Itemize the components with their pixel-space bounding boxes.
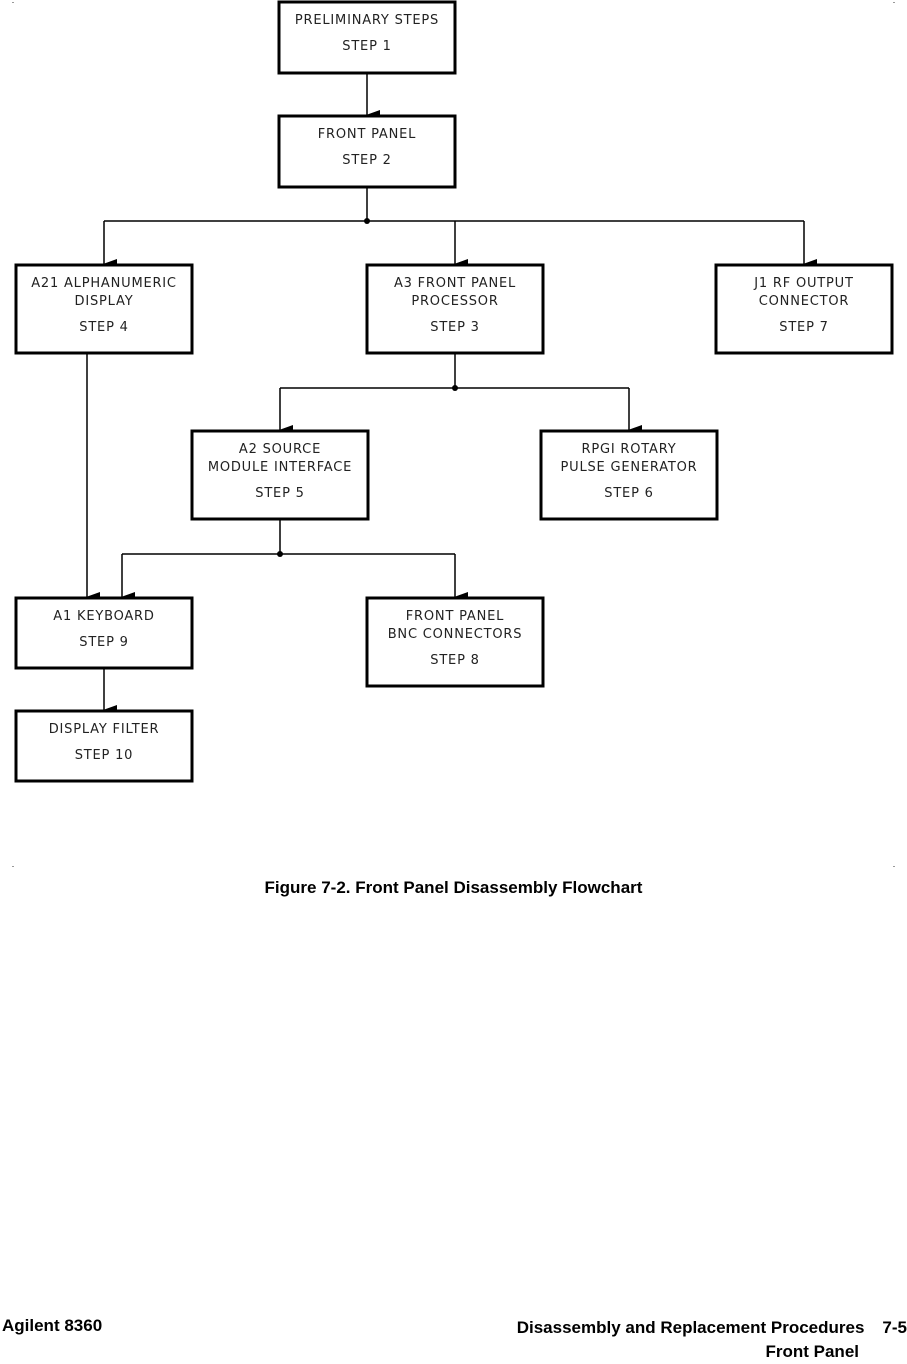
box-label: RPGI ROTARY bbox=[582, 442, 677, 457]
box-outline bbox=[539, 429, 719, 521]
footer-chapter-title: Disassembly and Replacement Procedures bbox=[516, 1318, 865, 1337]
junction-dots bbox=[277, 218, 458, 557]
flow-box-step-5: A2 SOURCE MODULE INTERFACE STEP 5 bbox=[190, 429, 370, 521]
box-label: FRONT PANEL bbox=[406, 609, 504, 624]
flow-box-step-1: PRELIMINARY STEPS STEP 1 bbox=[277, 0, 457, 75]
flow-box-step-2: FRONT PANEL STEP 2 bbox=[277, 114, 457, 189]
box-label: A3 FRONT PANEL bbox=[394, 276, 516, 291]
box-label: STEP 6 bbox=[604, 486, 653, 501]
box-label: PULSE GENERATOR bbox=[560, 460, 697, 475]
flow-box-step-8: FRONT PANEL BNC CONNECTORS STEP 8 bbox=[365, 596, 545, 688]
box-outline bbox=[365, 263, 545, 355]
flowchart: PRELIMINARY STEPS STEP 1 FRONT PANEL STEP 2… bbox=[14, 0, 894, 783]
box-outline bbox=[277, 114, 457, 189]
connectors bbox=[86, 73, 817, 715]
box-label: BNC CONNECTORS bbox=[388, 627, 523, 642]
box-label: STEP 3 bbox=[430, 320, 479, 335]
junction-dot bbox=[364, 218, 370, 224]
box-label: MODULE INTERFACE bbox=[208, 460, 352, 475]
flow-box-step-10: DISPLAY FILTER STEP 10 bbox=[14, 709, 194, 783]
flow-box-step-4: A21 ALPHANUMERIC DISPLAY STEP 4 bbox=[14, 263, 194, 355]
box-label: STEP 7 bbox=[779, 320, 828, 335]
box-label: DISPLAY FILTER bbox=[49, 722, 160, 737]
box-label: DISPLAY bbox=[75, 294, 134, 309]
box-label: A2 SOURCE bbox=[239, 442, 321, 457]
box-label: FRONT PANEL bbox=[318, 127, 416, 142]
junction-dot bbox=[277, 551, 283, 557]
footer-right: Disassembly and Replacement Procedures 7-… bbox=[517, 1316, 907, 1364]
figure-caption: Figure 7-2. Front Panel Disassembly Flow… bbox=[264, 878, 643, 897]
box-label: PRELIMINARY STEPS bbox=[295, 13, 439, 28]
crop-mark bbox=[12, 866, 14, 867]
footer-product: Agilent 8360 bbox=[2, 1316, 103, 1335]
box-outline bbox=[14, 263, 194, 355]
flow-box-step-7: J1 RF OUTPUT CONNECTOR STEP 7 bbox=[714, 263, 894, 355]
box-label: STEP 1 bbox=[342, 39, 391, 54]
box-label: CONNECTOR bbox=[759, 294, 849, 309]
box-outline bbox=[190, 429, 370, 521]
box-label: STEP 4 bbox=[79, 320, 128, 335]
box-outline bbox=[365, 596, 545, 688]
crop-mark bbox=[893, 866, 895, 867]
flow-box-step-9: A1 KEYBOARD STEP 9 bbox=[14, 596, 194, 670]
footer-section: Front Panel bbox=[765, 1342, 859, 1361]
box-outline bbox=[14, 709, 194, 783]
box-outline bbox=[14, 596, 194, 670]
box-label: STEP 5 bbox=[255, 486, 304, 501]
box-label: PROCESSOR bbox=[411, 294, 498, 309]
crop-mark bbox=[893, 2, 895, 3]
box-label: J1 RF OUTPUT bbox=[753, 276, 853, 291]
box-label: STEP 2 bbox=[342, 153, 391, 168]
flow-box-step-6: RPGI ROTARY PULSE GENERATOR STEP 6 bbox=[539, 429, 719, 521]
flow-box-step-3: A3 FRONT PANEL PROCESSOR STEP 3 bbox=[365, 263, 545, 355]
footer-page-number: 7-5 bbox=[882, 1318, 907, 1337]
crop-mark bbox=[12, 2, 14, 3]
box-outline bbox=[277, 0, 457, 75]
box-outline bbox=[714, 263, 894, 355]
junction-dot bbox=[452, 385, 458, 391]
box-label: A1 KEYBOARD bbox=[53, 609, 154, 624]
boxes: PRELIMINARY STEPS STEP 1 FRONT PANEL STEP 2… bbox=[14, 0, 894, 783]
box-label: STEP 9 bbox=[79, 635, 128, 650]
box-label: STEP 8 bbox=[430, 653, 479, 668]
box-label: STEP 10 bbox=[75, 748, 134, 763]
box-label: A21 ALPHANUMERIC bbox=[31, 276, 177, 291]
